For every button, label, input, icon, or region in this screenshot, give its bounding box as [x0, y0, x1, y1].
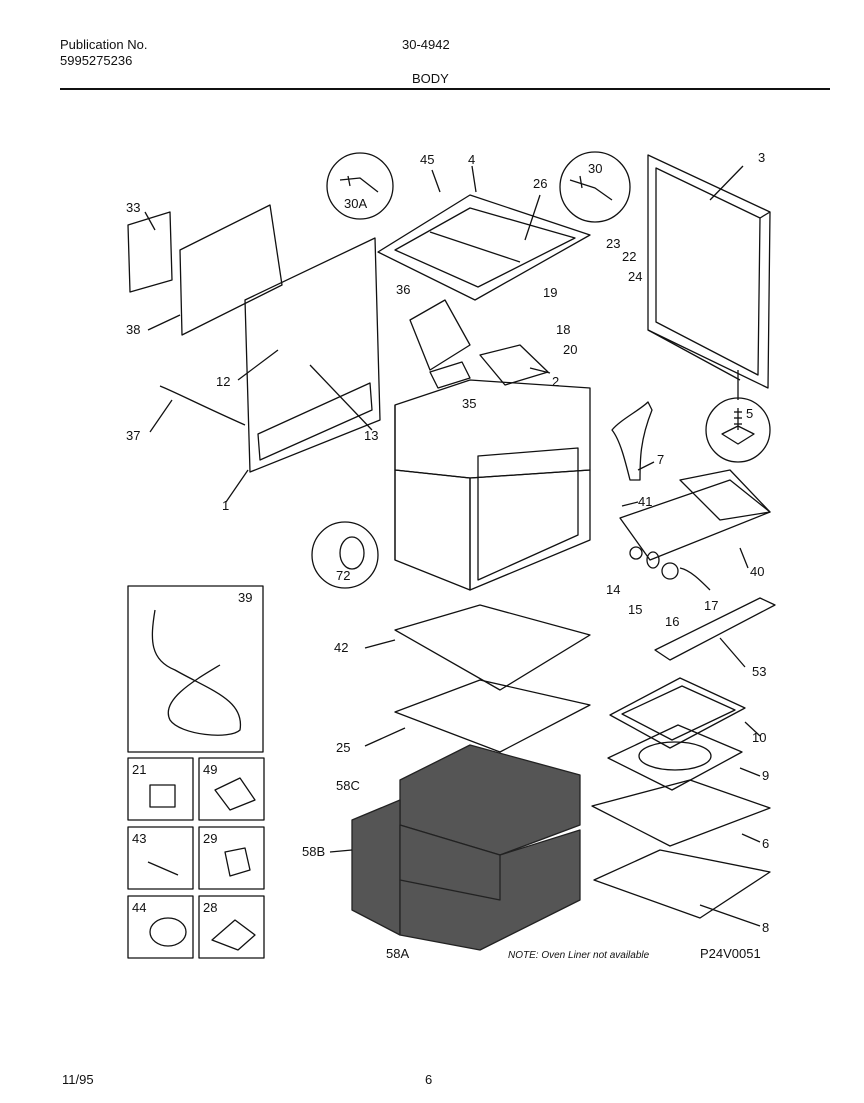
lower-panel-part: [394, 679, 591, 753]
callout-7: 7: [657, 452, 664, 467]
callout-3: 3: [758, 150, 765, 165]
model-code: 30-4942: [402, 37, 450, 52]
callout-25: 25: [336, 740, 350, 755]
part-43-box: [127, 826, 194, 890]
footer-date: 11/95: [62, 1072, 94, 1087]
callout-22: 22: [622, 249, 636, 264]
callout-53: 53: [752, 664, 766, 679]
publication-number: 5995275236: [60, 53, 133, 68]
callout-4: 4: [468, 152, 475, 167]
callout-8: 8: [762, 920, 769, 935]
detail-circle-30a: [326, 152, 394, 220]
rear-wall-part: [244, 237, 381, 473]
callout-21: 21: [132, 762, 146, 777]
callout-17: 17: [704, 598, 718, 613]
callout-28: 28: [203, 900, 217, 915]
bracket-part: [409, 299, 471, 371]
callout-18: 18: [556, 322, 570, 337]
top-frame-part: [377, 194, 591, 301]
broiler-grid-part: [609, 677, 746, 749]
back-panel-part: [127, 204, 283, 336]
callout-38: 38: [126, 322, 140, 337]
insulation-blanket-part: [351, 744, 581, 951]
drawing-code: P24V0051: [700, 946, 761, 961]
callout-5: 5: [746, 406, 753, 421]
drawer-part: [593, 849, 771, 919]
wire-part: [159, 385, 246, 426]
callout-39: 39: [238, 590, 252, 605]
callout-30a: 30A: [344, 196, 367, 211]
drawer-pan-part: [619, 479, 771, 561]
socket-part: [629, 546, 643, 560]
callout-58b: 58B: [302, 844, 325, 859]
callout-45: 45: [420, 152, 434, 167]
leveling-leg-part: [705, 397, 771, 463]
part-21-box: [127, 757, 194, 821]
detail-circle-72: [311, 521, 379, 589]
callout-33: 33: [126, 200, 140, 215]
callout-40: 40: [750, 564, 764, 579]
callout-35: 35: [462, 396, 476, 411]
page-number: 6: [425, 1072, 433, 1087]
callout-14: 14: [606, 582, 620, 597]
power-cord-box: [127, 585, 264, 753]
oven-body-part: [394, 379, 591, 591]
callout-20: 20: [563, 342, 577, 357]
callout-10: 10: [752, 730, 766, 745]
oven-liner-note: NOTE: Oven Liner not available: [508, 950, 650, 961]
part-28-box: [198, 895, 265, 959]
publication-label: Publication No.: [60, 37, 148, 52]
broiler-pan-part: [607, 724, 743, 791]
callout-37: 37: [126, 428, 140, 443]
callout-42: 42: [334, 640, 348, 655]
detail-circle-30: [559, 151, 631, 223]
header-rule: [60, 88, 830, 90]
callout-6: 6: [762, 836, 769, 851]
bulb-part: [646, 551, 660, 569]
callout-19: 19: [543, 285, 557, 300]
part-49-box: [198, 757, 265, 821]
lamp-wire-part: [679, 567, 711, 591]
callout-49: 49: [203, 762, 217, 777]
part-44-box: [127, 895, 194, 959]
part-29-box: [198, 826, 265, 890]
insulation-strip-part: [429, 361, 471, 389]
section-title: BODY: [412, 71, 449, 86]
callout-26: 26: [533, 176, 547, 191]
hinge-part: [611, 401, 653, 481]
lens-part: [661, 562, 679, 580]
callout-44: 44: [132, 900, 146, 915]
callout-36: 36: [396, 282, 410, 297]
callout-15: 15: [628, 602, 642, 617]
bottom-panel-part: [394, 604, 591, 691]
callout-1: 1: [222, 498, 229, 513]
callout-9: 9: [762, 768, 769, 783]
oven-rack-part: [591, 779, 771, 847]
callout-23: 23: [606, 236, 620, 251]
callout-2: 2: [552, 374, 559, 389]
callout-16: 16: [665, 614, 679, 629]
trim-bracket-part: [654, 597, 776, 661]
callout-58c: 58C: [336, 778, 360, 793]
callout-13: 13: [364, 428, 378, 443]
callout-30: 30: [588, 161, 602, 176]
side-panel-part: [647, 154, 771, 389]
callout-58a: 58A: [386, 946, 409, 961]
switch-plate-part: [479, 344, 549, 386]
callout-24: 24: [628, 269, 642, 284]
callout-29: 29: [203, 831, 217, 846]
callout-72: 72: [336, 568, 350, 583]
callout-43: 43: [132, 831, 146, 846]
callout-12: 12: [216, 374, 230, 389]
callout-41: 41: [638, 494, 652, 509]
